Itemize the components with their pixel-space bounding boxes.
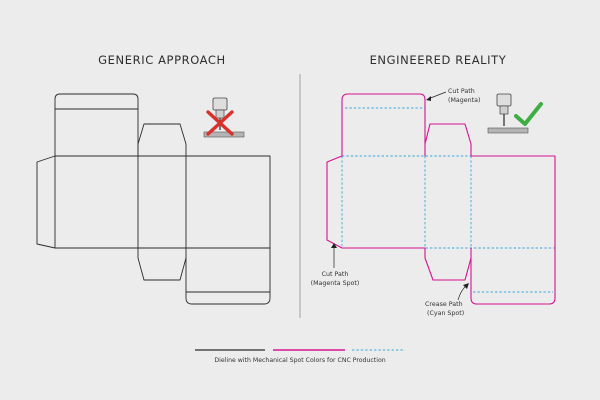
generic-dust-flap	[137, 123, 187, 157]
engineered-dieline	[326, 93, 556, 305]
generic-glue-flap	[36, 155, 56, 249]
callout-bottom-line1: Crease Path	[425, 301, 463, 308]
heading-engineered-reality: ENGINEERED REALITY	[370, 53, 507, 67]
legend-caption: Dieline with Mechanical Spot Colors for …	[214, 357, 385, 364]
callout-crease-path-cyan-spot: Crease Path (Cyan Spot)	[425, 283, 469, 317]
green-check-icon	[514, 102, 543, 126]
callout-top-line2: (Magenta)	[448, 97, 480, 104]
legend: Dieline with Mechanical Spot Colors for …	[195, 349, 405, 364]
red-x-icon	[206, 110, 234, 136]
callout-cut-path-magenta: Cut Path (Magenta)	[426, 88, 480, 104]
crease-vertical-folds	[341, 156, 472, 248]
generic-top-flap	[54, 93, 139, 157]
generic-cnc-cutter-icon	[203, 97, 245, 138]
generic-tuck-flap	[185, 247, 271, 305]
generic-dieline	[36, 93, 271, 305]
generic-body-outline	[54, 155, 271, 249]
engineered-cnc-cutter-icon	[487, 93, 529, 134]
cut-path-outline	[326, 93, 556, 305]
callout-cut-path-magenta-spot: Cut Path (Magenta Spot)	[311, 243, 360, 287]
callout-bottom-line2: (Cyan Spot)	[427, 310, 464, 317]
callout-left-line1: Cut Path	[322, 271, 349, 278]
callout-left-line2: (Magenta Spot)	[311, 280, 360, 287]
generic-bottom-flap	[137, 247, 187, 281]
heading-generic-approach: GENERIC APPROACH	[98, 53, 226, 67]
callout-top-line1: Cut Path	[448, 88, 475, 95]
generic-panel-folds	[137, 155, 187, 249]
